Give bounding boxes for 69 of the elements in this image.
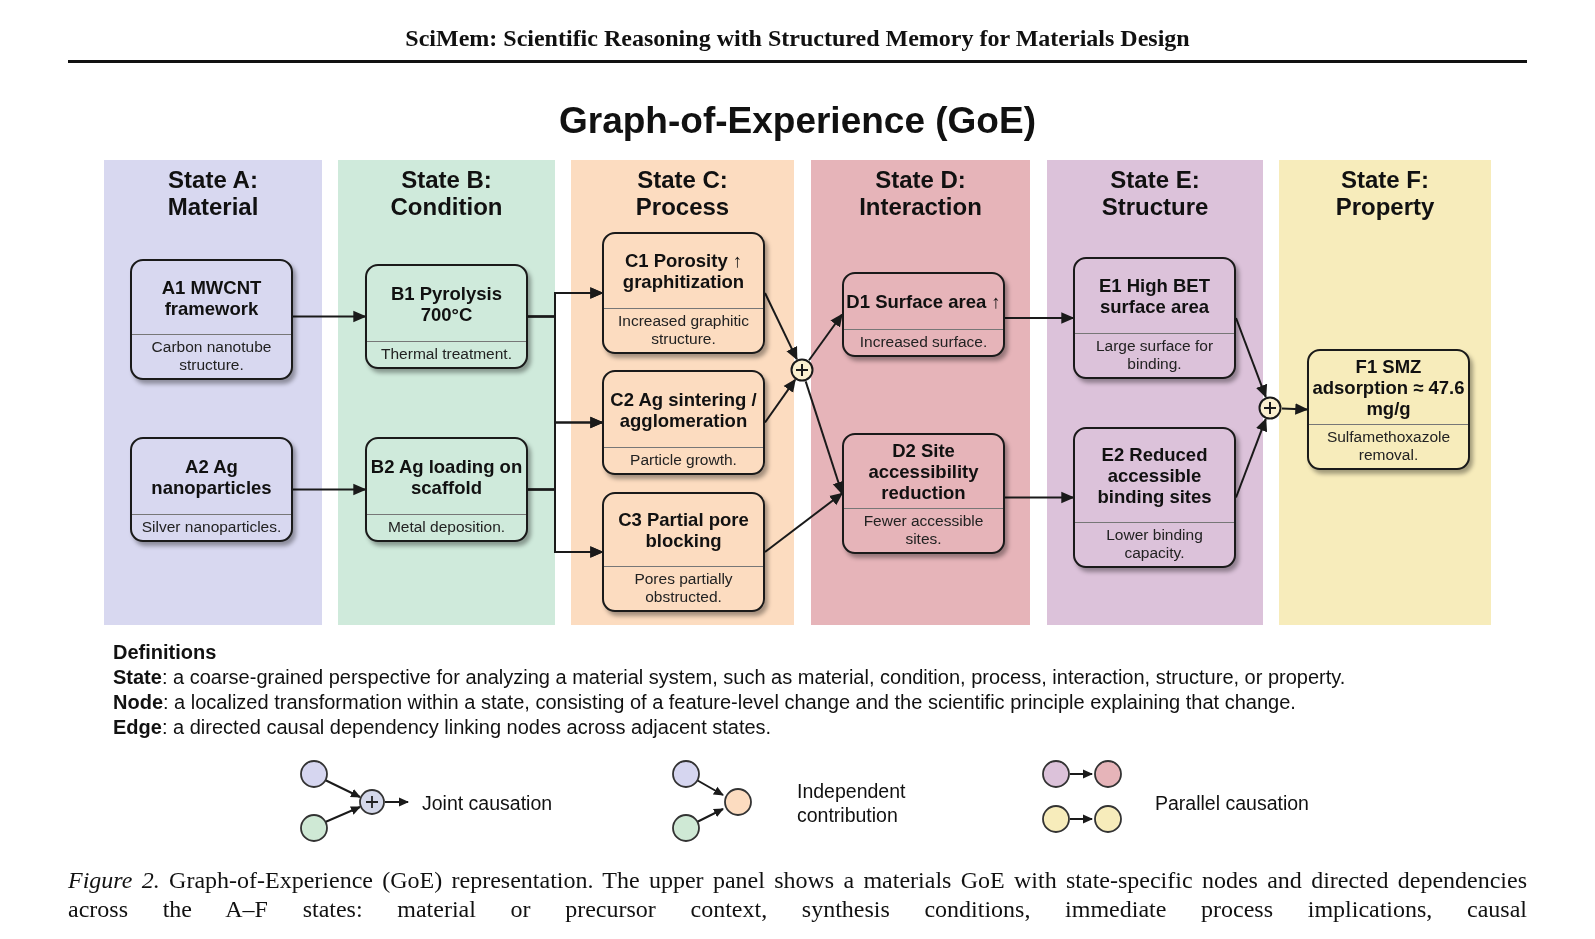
definition-text: Node: a localized transformation within a state, consisting of a feature-level change and the scientific principle explaining that change. xyxy=(113,690,1297,714)
node-description: Carbon nanotube structure. xyxy=(132,334,291,378)
arrow xyxy=(527,488,604,558)
state-band xyxy=(104,160,322,625)
state-node xyxy=(1073,427,1236,568)
arrow xyxy=(292,310,367,323)
legend-label: Joint causation xyxy=(422,791,554,815)
state-node xyxy=(1307,349,1470,470)
state-band xyxy=(1279,160,1491,625)
state-heading: State C: Process xyxy=(634,166,731,220)
arrow xyxy=(1004,491,1075,504)
node-description: Increased graphitic structure. xyxy=(604,308,763,352)
node-description: Metal deposition. xyxy=(367,514,526,540)
node-description: Lower binding capacity. xyxy=(1075,522,1234,566)
node-heading: D2 Site accessibility reduction xyxy=(867,439,980,505)
node-description: Thermal treatment. xyxy=(367,341,526,367)
junction-circle xyxy=(790,358,814,382)
state-heading: State F: Property xyxy=(1334,166,1436,220)
state-node xyxy=(842,433,1005,554)
node-description: Increased surface. xyxy=(844,329,1003,355)
arrow xyxy=(808,313,843,362)
arrow xyxy=(1281,403,1309,415)
state-node xyxy=(130,437,293,542)
node-heading: F1 SMZ adsorption ≈ 47.6 mg/g xyxy=(1311,355,1466,421)
node-description: Pores partially obstructed. xyxy=(604,566,763,610)
state-heading: State E: Structure xyxy=(1100,166,1210,220)
node-heading: D1 Surface area ↑ xyxy=(845,290,1002,314)
node-heading: B1 Pyrolysis 700°C xyxy=(389,281,504,327)
node-heading: A2 Ag nanoparticles xyxy=(150,454,273,500)
node-heading: A1 MWCNT framework xyxy=(160,275,263,321)
definition-text: State: a coarse-grained perspective for analyzing a material system, such as material, condition, process, interaction, structure, or property. xyxy=(113,665,1347,689)
state-node xyxy=(1073,257,1236,379)
node-heading: C2 Ag sintering / agglomeration xyxy=(609,387,758,433)
node-heading: C1 Porosity ↑ graphitization xyxy=(621,249,746,294)
junction-circle xyxy=(1258,396,1282,420)
arrow xyxy=(292,483,367,496)
legend-label: Parallel causation xyxy=(1155,791,1310,815)
state-node xyxy=(130,259,293,380)
state-band xyxy=(571,160,794,625)
diagram-title: Graph-of-Experience (GoE) xyxy=(558,100,1037,142)
node-heading: E2 Reduced accessible binding sites xyxy=(1096,443,1213,509)
state-band xyxy=(811,160,1030,625)
figure-caption: Figure 2. Graph-of-Experience (GoE) representation. The upper panel shows a materials GoE with state-specific nodes and directed dependencies across the A–F states: material or precursor context, synthesis conditions, immediate process implications, causal xyxy=(68,866,1527,924)
state-node xyxy=(602,232,765,354)
state-heading: State D: Interaction xyxy=(858,166,983,220)
node-heading: C3 Partial pore blocking xyxy=(617,508,750,553)
legend-label: Independent contribution xyxy=(797,779,907,827)
node-description: Silver nanoparticles. xyxy=(132,514,291,540)
definition-text: Edge: a directed causal dependency linking nodes across adjacent states. xyxy=(113,715,773,739)
state-node xyxy=(365,264,528,369)
node-description: Sulfamethoxazole removal. xyxy=(1309,424,1468,468)
state-band xyxy=(338,160,555,625)
state-node xyxy=(602,370,765,475)
state-heading: State B: Condition xyxy=(389,166,504,220)
arrow xyxy=(1004,312,1075,324)
state-node xyxy=(602,492,765,612)
page-header: SciMem: Scientific Reasoning with Structured Memory for Materials Design xyxy=(404,26,1191,50)
state-node xyxy=(365,437,528,542)
state-heading: State A: Material xyxy=(166,166,260,220)
state-band xyxy=(1047,160,1263,625)
node-description: Large surface for binding. xyxy=(1075,333,1234,377)
node-heading: E1 High BET surface area xyxy=(1098,274,1211,319)
arrow xyxy=(764,492,844,553)
node-description: Fewer accessible sites. xyxy=(844,508,1003,552)
node-heading: B2 Ag loading on scaffold xyxy=(369,454,524,500)
arrow xyxy=(804,380,844,495)
node-description: Particle growth. xyxy=(604,447,763,473)
definitions-heading: Definitions xyxy=(113,640,218,664)
state-node xyxy=(842,272,1005,357)
